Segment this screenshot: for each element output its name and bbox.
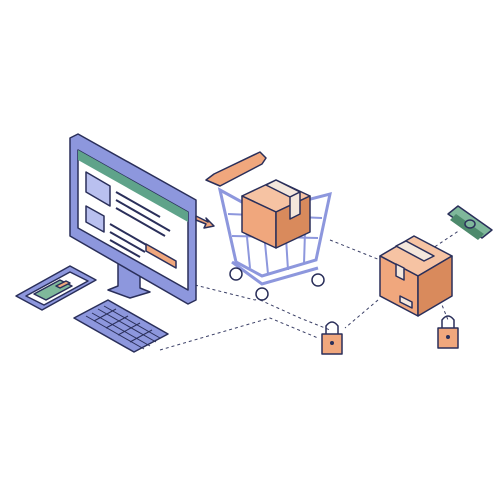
padlock-icon [321,321,343,355]
connector-cart-down [259,299,331,331]
screen-image-placeholder-1 [85,171,111,207]
connector-cart-to-box [329,239,381,261]
shopping-cart-icon [205,151,332,301]
tablet-tag [55,280,71,289]
box-label [399,295,413,309]
keyboard-base [73,299,169,353]
cart-frame [231,260,319,286]
screen-image-placeholder-2 [85,205,105,233]
desktop-monitor-icon [69,133,215,305]
box-tape-front [395,263,405,281]
box-tape-top [395,240,435,262]
keyboard-keys [85,305,161,350]
arrow-icon [195,215,215,229]
cart-package-box [241,179,311,249]
padlock-icon-right [437,315,459,349]
tablet-icon [15,265,97,311]
cart-wheel-1 [229,267,243,281]
connector-monitor-to-cart [194,284,266,301]
padlock-right-keyhole [446,335,450,339]
cart-wheel-3 [311,273,325,287]
screen-buy-button [145,243,177,269]
cart-handle [205,151,267,187]
connector-keyboard-to-lock [159,317,319,351]
screen-header-bar [78,150,188,222]
box-right [417,255,453,317]
padlock-left-shackle [325,321,339,334]
keyboard-icon [73,299,169,353]
connector-box-to-lock-left [344,299,379,329]
bill-center-circle [464,219,476,229]
screen-text-lines [109,191,171,258]
package-box-icon [379,235,453,317]
cart-wheel-2 [255,287,269,301]
padlock-left-keyhole [330,341,334,345]
padlock-right-shackle [441,315,455,328]
dollar-bill-icon [447,205,493,240]
